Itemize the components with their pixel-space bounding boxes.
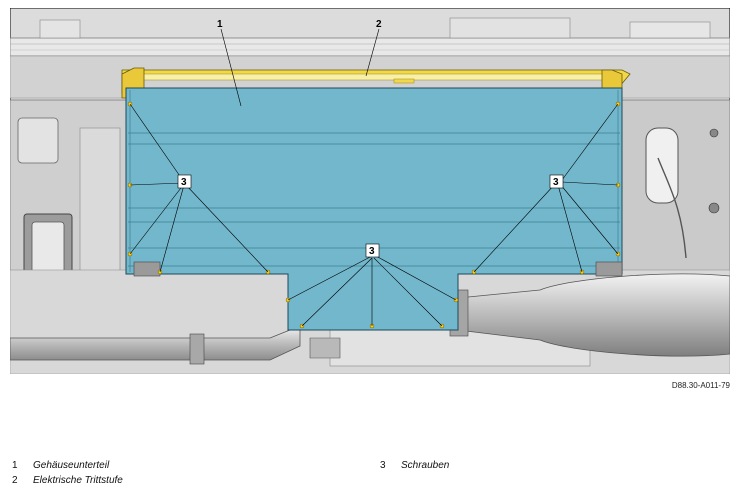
callout-1: 1 <box>217 19 223 30</box>
pipe-joint <box>309 337 341 359</box>
housing-lower-part <box>125 87 623 331</box>
legend-number: 1 <box>12 460 18 471</box>
leader-line-2 <box>365 28 380 77</box>
legend-text: Gehäuseunterteil <box>33 460 110 471</box>
technical-illustration: 1 2 3 3 3 <box>10 8 730 374</box>
leader-line-3 <box>129 182 185 186</box>
underbody-drawing: 1 2 3 3 3 <box>10 8 730 374</box>
leader-line-3 <box>559 183 619 255</box>
legend-left: 1 Gehäuseunterteil 2 Elektrische Trittstuf… <box>12 458 123 488</box>
callout-box <box>549 174 564 189</box>
callout-2: 2 <box>376 19 382 30</box>
bracket <box>449 17 571 39</box>
legend-right: 3 Schrauben <box>380 458 449 473</box>
legend-number: 3 <box>380 460 386 471</box>
step-tread <box>137 73 611 81</box>
legend-item: 3 Schrauben <box>380 458 449 473</box>
leader-line-3 <box>301 257 373 327</box>
mount-lug <box>595 261 623 277</box>
bracket <box>629 21 711 39</box>
leader-line-3 <box>561 103 619 181</box>
left-strut <box>79 127 121 279</box>
left-mount-inner <box>31 221 65 279</box>
figure-code: D88.30-A011-79 <box>671 381 730 390</box>
bolt <box>709 128 719 138</box>
legend-text: Elektrische Trittstufe <box>33 475 123 486</box>
callout-box <box>365 243 380 258</box>
bolt <box>708 202 720 214</box>
bracket <box>39 19 81 39</box>
leader-line-3 <box>373 257 443 327</box>
leader-line-3 <box>473 183 556 273</box>
leader-lines <box>129 28 619 327</box>
leader-line-3 <box>129 103 185 183</box>
pipe-clamp <box>189 333 205 365</box>
leader-line-1 <box>220 28 242 107</box>
mount-lug <box>133 261 161 277</box>
legend-text: Schrauben <box>401 460 450 471</box>
callout-3-left: 3 <box>181 177 187 188</box>
callout-3-middle: 3 <box>369 246 375 257</box>
callout-box <box>177 174 192 189</box>
leader-line-3 <box>185 184 269 273</box>
cable <box>657 157 687 259</box>
leader-line-3 <box>159 184 185 273</box>
left-bracket <box>17 117 59 164</box>
leader-line-3 <box>287 255 373 301</box>
leader-line-3 <box>375 255 457 301</box>
legend-number: 2 <box>12 475 18 486</box>
right-cutout <box>645 127 679 204</box>
legend-item: 2 Elektrische Trittstufe <box>12 473 123 488</box>
leader-line-3 <box>557 184 583 273</box>
legend-item: 1 Gehäuseunterteil <box>12 458 123 473</box>
leader-line-3 <box>129 183 185 255</box>
catalytic-converter <box>457 273 730 357</box>
callout-3-right: 3 <box>553 177 559 188</box>
side-sill <box>10 37 730 57</box>
step-tab <box>393 78 415 84</box>
exhaust-pipe <box>10 325 301 361</box>
leader-line-3 <box>561 181 619 186</box>
